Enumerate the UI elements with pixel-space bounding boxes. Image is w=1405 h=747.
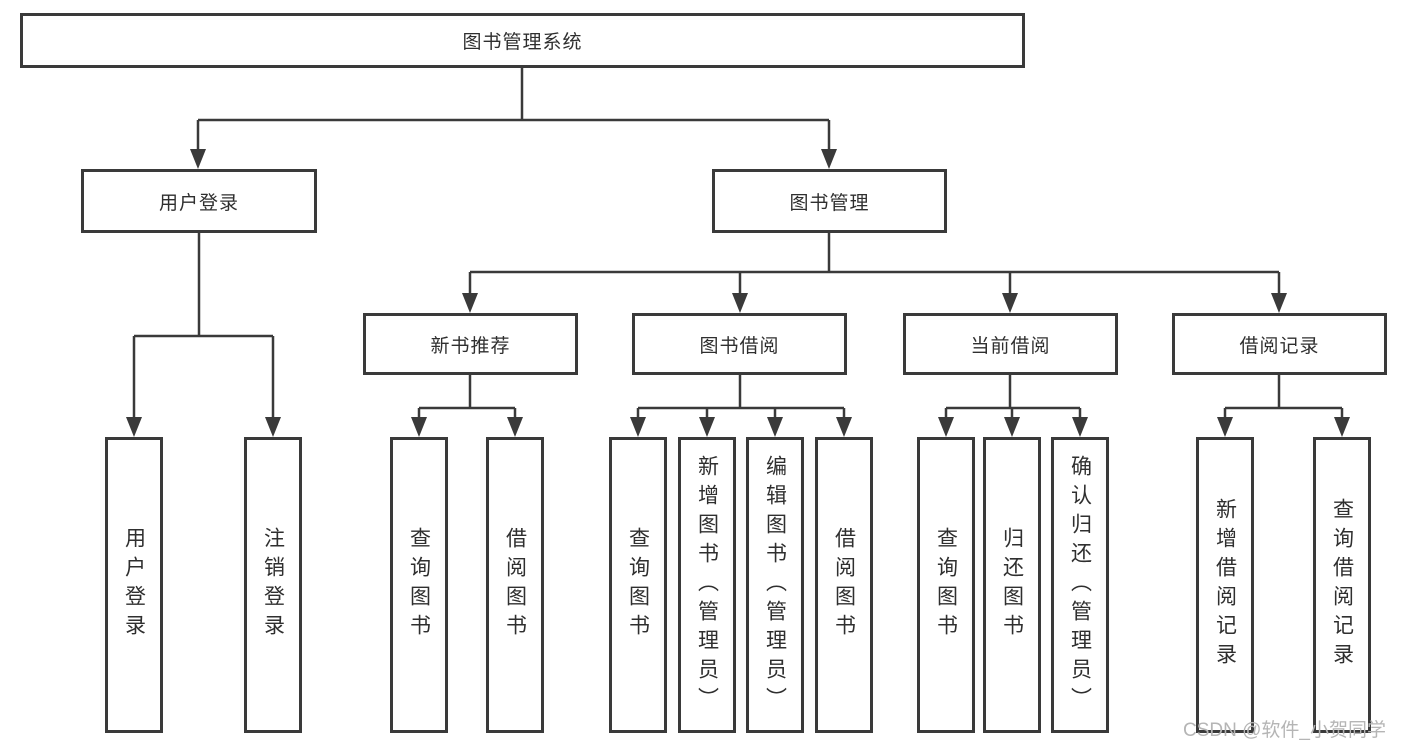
node-label: 借阅记录 — [1239, 335, 1320, 357]
leaf-label: 借阅图书 — [832, 527, 856, 643]
leaf-label: 编辑图书（管理员） — [763, 454, 787, 716]
leaf-query-books-recommend: 查询图书 — [390, 437, 448, 733]
leaf-label: 查询图书 — [407, 527, 431, 643]
node-new-book-recommendation: 新书推荐 — [363, 313, 578, 375]
node-user-login: 用户登录 — [81, 169, 317, 233]
leaf-confirm-return-admin: 确认归还（管理员） — [1051, 437, 1109, 733]
leaf-query-borrow-record: 查询借阅记录 — [1313, 437, 1371, 733]
leaf-return-books: 归还图书 — [983, 437, 1041, 733]
csdn-watermark: CSDN @软件_小贺同学 — [1183, 720, 1386, 741]
node-book-borrowing: 图书借阅 — [632, 313, 847, 375]
leaf-label: 确认归还（管理员） — [1068, 454, 1092, 716]
node-label: 新书推荐 — [430, 335, 511, 357]
leaf-user-login: 用户登录 — [105, 437, 163, 733]
leaf-label: 查询借阅记录 — [1330, 498, 1354, 672]
leaf-label: 借阅图书 — [503, 527, 527, 643]
leaf-label: 查询图书 — [934, 527, 958, 643]
leaf-edit-books-admin: 编辑图书（管理员） — [746, 437, 804, 733]
leaf-label: 查询图书 — [626, 527, 650, 643]
leaf-query-books-borrow: 查询图书 — [609, 437, 667, 733]
node-label: 图书管理 — [789, 192, 870, 214]
node-label: 用户登录 — [158, 192, 239, 214]
node-label: 当前借阅 — [970, 335, 1051, 357]
leaf-label: 归还图书 — [1000, 527, 1024, 643]
leaf-label: 新增借阅记录 — [1213, 498, 1237, 672]
node-book-management: 图书管理 — [712, 169, 947, 233]
node-borrowing-records: 借阅记录 — [1172, 313, 1387, 375]
leaf-logout: 注销登录 — [244, 437, 302, 733]
leaf-borrow-books: 借阅图书 — [815, 437, 873, 733]
leaf-label: 用户登录 — [122, 527, 146, 643]
leaf-label: 注销登录 — [261, 527, 285, 643]
leaf-borrow-books-recommend: 借阅图书 — [486, 437, 544, 733]
leaf-query-books-current: 查询图书 — [917, 437, 975, 733]
node-current-borrowing: 当前借阅 — [903, 313, 1118, 375]
leaf-add-borrow-record: 新增借阅记录 — [1196, 437, 1254, 733]
node-label: 图书管理系统 — [462, 32, 583, 53]
leaf-add-books-admin: 新增图书（管理员） — [678, 437, 736, 733]
node-library-management-system: 图书管理系统 — [20, 13, 1025, 68]
leaf-label: 新增图书（管理员） — [695, 454, 719, 716]
node-label: 图书借阅 — [699, 335, 780, 357]
